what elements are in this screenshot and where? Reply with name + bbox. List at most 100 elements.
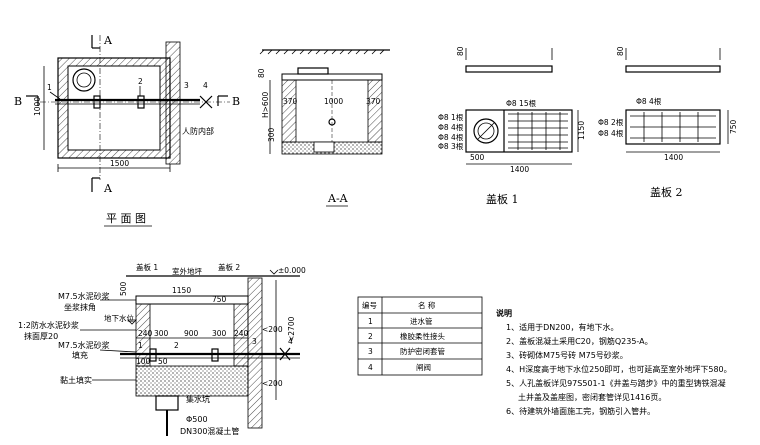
legend-table: 编号 名 称 1 进水管 2 橡胶柔性接头 3 防护密闭套管 4 闸阀 (357, 296, 483, 376)
plan-callout-3: 3 (184, 81, 189, 90)
bb-dim-240b: 240 (234, 329, 249, 338)
cover2-dim-750: 750 (729, 119, 738, 134)
svg-text:80: 80 (616, 46, 625, 56)
svg-text:80: 80 (456, 46, 465, 56)
cover1-dim-1400: 1400 (510, 165, 529, 174)
cover1-title: 盖板 1 (486, 192, 519, 206)
plan-interior (67, 65, 161, 151)
bb-dim-300: 300 (154, 329, 169, 338)
plan-callout-2: 2 (138, 77, 143, 86)
cover1-manhole (473, 118, 499, 144)
plan-section-mark-bottom: A (103, 182, 113, 195)
bb-cover-slab (135, 295, 249, 305)
notes-item-3: 3、砖砌体M75号砖 M75号砂浆。 (506, 350, 628, 360)
notes-item-5: 5、人孔盖板详见97S501-1《井盖与踏步》中的重型铸铁混凝 (506, 378, 726, 388)
cover2-plan (625, 109, 721, 145)
aa-dim-370-right: 370 (366, 97, 381, 106)
bb-elevation: ±0.000 (278, 266, 306, 275)
bb-seat-mortar: 坐浆抹角 (64, 302, 96, 312)
plan-section-mark-top: A (103, 34, 113, 47)
legend-row-3-no: 3 (368, 347, 373, 356)
bb-callout-4: 4 (288, 337, 293, 346)
bb-mortar-bottom: M7.5水泥砂浆 (58, 340, 110, 350)
plan-view: A A B B 1 2 3 4 人防内部 1500 1000 平 面 图 (14, 34, 240, 227)
notes-item-2: 2、盖板混凝土采用C20，钢筋Q235-A。 (506, 336, 653, 346)
bb-dim-750: 750 (212, 295, 227, 304)
cover1-rebar-4: Φ8 3根 (438, 141, 464, 151)
bb-base (136, 366, 248, 396)
cover2-elevation (625, 65, 721, 73)
cover2-rebar-1: Φ8 2根 (598, 117, 624, 127)
cover1-view: 80 Φ8 15根 Φ8 1根 Φ8 4根 Φ8 4根 Φ8 3根 500 14… (438, 46, 586, 206)
aa-cover-slab (281, 73, 383, 81)
cover1-rebar-3: Φ8 4根 (438, 132, 464, 142)
bb-pipe-dia: Φ500 (186, 415, 208, 424)
legend-row-4-name: 闸阀 (416, 363, 431, 372)
cover1-rebar-2: Φ8 4根 (438, 122, 464, 132)
aa-wall-left (282, 80, 296, 142)
plan-building-wall (166, 42, 180, 164)
bb-cover2-label: 盖板 2 (218, 262, 240, 272)
bb-drain-pipe: DN300混凝土管 (180, 426, 239, 436)
bb-groundwater: 地下水位 (104, 313, 134, 323)
plan-valve (199, 95, 213, 109)
legend-row-1-no: 1 (368, 317, 373, 326)
plan-callout-4: 4 (203, 81, 208, 90)
aa-dim-80: 80 (257, 68, 266, 78)
aa-wall-right (368, 80, 382, 142)
section-aa: 80 H>600 300 370 1000 370 A-A (257, 49, 390, 207)
bb-wall-right (234, 304, 248, 366)
plan-section-mark-left: B (14, 95, 22, 108)
bb-dim-240a: 240 (138, 329, 153, 338)
bb-outdoor-ground: 室外地坪 (172, 266, 202, 276)
cover1-dim-500: 500 (470, 153, 485, 162)
bb-callout-1: 1 (138, 341, 143, 350)
cover2-dim-1400: 1400 (664, 153, 683, 162)
aa-dim-370-left: 370 (283, 97, 298, 106)
cover2-rebar-2: Φ8 4根 (598, 128, 624, 138)
aa-dim-1000: 1000 (324, 97, 343, 106)
cover1-dim-1150: 1150 (577, 121, 586, 140)
notes-item-6: 6、待建筑外墙面施工完，钢筋引入管井。 (506, 406, 655, 416)
bb-clay-fill: 黏土填实 (60, 375, 92, 385)
legend-header-no: 编号 (362, 300, 377, 310)
bb-cover1-label: 盖板 1 (136, 262, 158, 272)
bb-dim-100: 100 (136, 357, 151, 366)
bb-callout-2: 2 (174, 341, 179, 350)
bb-dim-900: 900 (184, 329, 199, 338)
bb-caulk: 填充 (72, 350, 88, 360)
plan-manhole (72, 68, 96, 92)
cover2-view: 80 Φ8 4根 Φ8 2根 Φ8 4根 1400 750 盖板 2 (598, 46, 738, 199)
notes: 说明 1、适用于DN200，有地下水。 2、盖板混凝土采用C20，钢筋Q235-… (496, 308, 732, 416)
legend-row-1-name: 进水管 (410, 316, 433, 326)
plan-civil-defense-label: 人防内部 (182, 126, 214, 136)
section-bb: 盖板 1 盖板 2 室外地坪 ±0.000 地下水位 M7.5水泥砂浆 坐浆抹角 (18, 262, 306, 436)
bb-wall-left (136, 304, 150, 366)
plan-dim-width: 1500 (110, 159, 129, 168)
aa-dim-300: 300 (267, 127, 276, 142)
bb-dim-200a: <200 (262, 325, 283, 334)
cover1-rebar-1: Φ8 1根 (438, 112, 464, 122)
bb-dim-50: 50 (158, 357, 168, 366)
aa-title: A-A (327, 192, 349, 205)
plan-callout-1: 1 (47, 83, 52, 92)
notes-item-1: 1、适用于DN200，有地下水。 (506, 322, 619, 332)
legend-row-4-no: 4 (368, 363, 373, 372)
aa-dim-h: H>600 (261, 92, 270, 118)
bb-callout-3: 3 (252, 337, 257, 346)
plan-section-mark-right: B (232, 95, 240, 108)
legend-header-name: 名 称 (418, 300, 436, 310)
bb-dim-1150: 1150 (172, 286, 191, 295)
notes-item-4: 4、H深度高于地下水位250即可，也可延高至室外地坪下580。 (506, 364, 732, 374)
legend-row-2-no: 2 (368, 332, 373, 341)
bb-mortar-top: M7.5水泥砂浆 (58, 291, 110, 301)
cover1-elevation (465, 65, 553, 73)
bb-waterproof: 1:2防水水泥砂浆 (18, 320, 79, 330)
cover2-rebar-top: Φ8 4根 (636, 96, 662, 106)
plan-dim-height: 1000 (33, 97, 42, 116)
cover2-title: 盖板 2 (650, 185, 683, 199)
plan-title: 平 面 图 (106, 212, 146, 225)
bb-dim-500: 500 (119, 281, 128, 296)
bb-dim-2700: <2700 (287, 316, 296, 342)
